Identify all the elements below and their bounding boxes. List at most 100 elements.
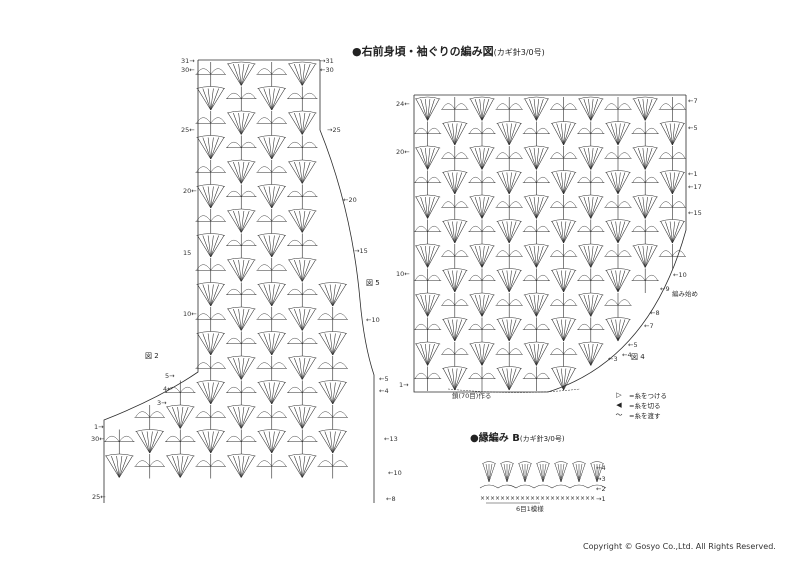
stitch-cell (550, 219, 577, 244)
stitch-cell (226, 208, 256, 233)
left-chart-row-number-right: →31 (320, 57, 334, 65)
single-crochet-mark: × (545, 495, 550, 502)
stitch-cell (550, 195, 578, 220)
stitch-cell (550, 146, 578, 171)
legend-text: =糸を渡す (629, 412, 661, 420)
stitch-cell (468, 170, 496, 195)
legend-row-join: ▷ =糸をつける (612, 390, 667, 400)
edging-fan-stitch (596, 463, 604, 483)
single-crochet-mark: × (550, 495, 555, 502)
edging-fan-stitch (575, 463, 580, 483)
left-chart-row-number-right: →15 (354, 247, 368, 255)
edging-fan-stitch (539, 463, 544, 483)
stitch-cell (441, 195, 469, 220)
stitch-cell (196, 233, 226, 258)
edging-title: ●縁編み B(カギ針3/0号) (470, 433, 565, 444)
stitch-cell (442, 268, 468, 293)
stitch-cell (604, 195, 632, 220)
stitch-cell (577, 170, 605, 195)
stitch-cell (468, 268, 496, 293)
stitch-cell (414, 268, 442, 293)
foundation-note: 鎖(70目)作る (452, 392, 492, 400)
stitch-cell (604, 146, 632, 171)
stitch-cell (256, 62, 287, 87)
stitch-cell (196, 282, 226, 307)
stitch-cell (604, 244, 632, 269)
edging-fan-stitch (506, 463, 511, 483)
figure-label-5: 図 5 (366, 279, 380, 287)
edging-fan-stitch (542, 463, 547, 483)
stitch-cell (226, 135, 257, 160)
stitch-cell (659, 219, 686, 244)
figure-label-2: 図 2 (145, 352, 159, 360)
right-chart-row-number-right: ←15 (688, 209, 702, 217)
stitch-cell (196, 380, 226, 405)
stitch-cell (414, 243, 441, 268)
edging-fan-stitch (542, 463, 550, 483)
stitch-cell (256, 454, 287, 479)
stitch-cell (196, 331, 226, 356)
stitch-cell (287, 331, 318, 356)
edging-picot (535, 461, 551, 465)
right-chart-row-number-right: ←5 (688, 124, 698, 132)
stitch-cell (550, 342, 578, 367)
left-chart-row-number-left: 31→ (181, 57, 195, 65)
stitch-cell (604, 293, 632, 318)
stitch-cell (287, 233, 318, 258)
stitch-cell (658, 97, 686, 122)
single-crochet-mark: × (585, 495, 590, 502)
stitch-cell (577, 268, 605, 293)
stitch-cell (523, 194, 550, 219)
left-chart-row-number-right: ←30 (320, 66, 334, 74)
single-crochet-mark: × (515, 495, 520, 502)
edging-fan-stitch (554, 463, 562, 483)
stitch-cell (605, 219, 631, 244)
stitch-cell (578, 145, 604, 170)
stitch-cell (496, 170, 522, 195)
left-chart-row-number-left: 3→ (157, 399, 167, 407)
right-chart-row-number-right: ←7 (644, 322, 654, 330)
single-crochet-mark: × (575, 495, 580, 502)
stitch-cell (287, 380, 318, 405)
stitch-cell (287, 86, 318, 111)
stitch-cell (134, 405, 165, 430)
right-chart-row-number-right: ←17 (688, 183, 702, 191)
stitch-cell (287, 282, 318, 307)
edging-fan-stitch (536, 463, 544, 483)
stitch-cell (577, 121, 605, 146)
stitch-cell (226, 184, 257, 209)
left-chart-outline-left (103, 60, 199, 503)
stitch-cell (226, 306, 256, 331)
single-crochet-mark: × (495, 495, 500, 502)
left-chart-row-number-right: ←8 (386, 495, 396, 503)
single-crochet-mark: × (590, 495, 595, 502)
edging-fan-stitch (560, 463, 565, 483)
left-chart-row-number-right: ←20 (343, 196, 357, 204)
single-crochet-mark: × (565, 495, 570, 502)
stitch-cell (226, 331, 257, 356)
left-chart-row-number-right: ←10 (388, 469, 402, 477)
edging-fan-stitch (500, 463, 508, 483)
edging-picot (571, 461, 587, 465)
stitch-cell (550, 244, 578, 269)
stitch-cell (195, 454, 226, 479)
edging-arch (551, 484, 571, 489)
stitch-cell (196, 135, 226, 160)
stitch-cell (632, 96, 658, 121)
stitch-cell (550, 317, 577, 342)
stitch-cell (468, 317, 496, 342)
stitch-cell (577, 317, 605, 342)
stitch-cell (318, 380, 348, 405)
stitch-cell (523, 96, 550, 121)
stitch-cell (414, 194, 441, 219)
single-crochet-mark: × (530, 495, 535, 502)
stitch-cell (468, 219, 496, 244)
stitch-cell (287, 453, 317, 478)
stitch-cell (442, 170, 468, 195)
stitch-cell (257, 429, 287, 454)
right-chart-row-number-right: ←8 (650, 309, 660, 317)
stitch-cell (196, 429, 226, 454)
right-chart-row-number-right: ←3 (608, 355, 618, 363)
stitch-cell (287, 61, 317, 86)
edging-picot (589, 461, 605, 465)
